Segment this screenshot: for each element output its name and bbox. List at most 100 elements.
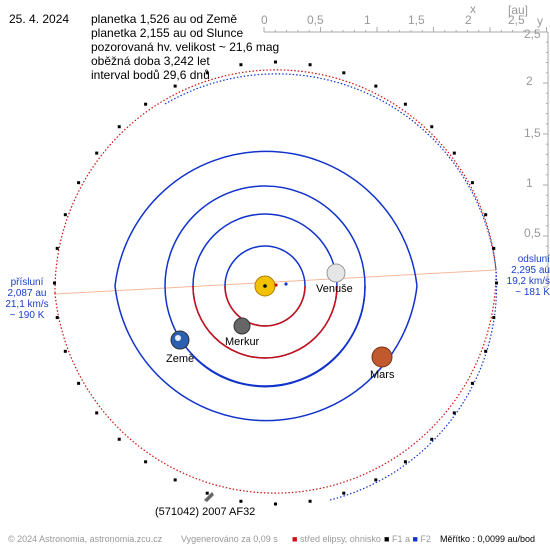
asteroid-orbit-west [54,69,497,294]
asteroid-position-marker [63,349,67,353]
asteroid-position-marker [342,71,346,75]
asteroid-position-marker [77,181,81,185]
asteroid-position-marker [492,246,496,250]
asteroid-label: (571042) 2007 AF32 [155,506,256,518]
x-tick-label: 2 [465,13,472,27]
y-tick-label: 1,5 [524,126,541,140]
earth-orbit-south [192,285,366,388]
f2-marker-icon: ■ [412,534,418,544]
asteroid-position-marker [144,102,148,106]
asteroid-position-marker [374,478,378,482]
asteroid-orbit-south [54,269,497,494]
date-label: 25. 4. 2024 [9,12,70,26]
venus-label: Venuše [316,283,353,295]
info-interval: interval bodů 29,6 dnů [91,68,210,82]
asteroid-position-marker [403,460,407,464]
asteroid-position-marker [53,281,56,285]
asteroid-position-marker [452,151,456,155]
axis-y-label: y [537,14,543,28]
apsis-line [54,269,497,295]
focus-f2 [284,282,288,286]
asteroid-position-marker [239,499,243,503]
asteroid-orbit-southeast [329,269,498,501]
asteroid-position-marker [342,491,346,495]
venus-icon [326,263,346,283]
legend-center-text: ■ střed elipsy, ohnisko [292,534,381,544]
x-tick-label: 2,5 [508,13,525,27]
asteroid-position-marker [374,84,378,88]
asteroid-position-marker [55,316,59,320]
focus-f1 [263,284,267,288]
x-tick-label: 1 [364,13,371,27]
y-tick-label: 2 [526,74,533,88]
axis-ticks [263,27,548,288]
mercury-icon [233,317,251,335]
copyright-text: © 2024 Astronomia, astronomia.zcu.cz [8,534,163,544]
asteroid-position-marker [492,316,496,320]
asteroid-position-marker [63,213,67,217]
mars-icon [371,346,393,368]
y-tick-label: 2,5 [524,27,541,41]
mercury-orbit-south [224,285,306,327]
asteroid-position-marker [430,437,434,441]
asteroid-position-marker [484,213,488,217]
aphelion-distance: 2,295 au [511,265,550,276]
asteroid-position-marker [452,411,456,415]
asteroid-position-marker [205,71,209,75]
axis-unit: [au] [508,3,529,17]
asteroid-positions [53,60,498,506]
aphelion-title: odsluní [517,254,550,265]
venus-orbit-south [192,285,338,359]
y-tick-label: 0,5 [524,226,541,240]
asteroid-position-marker [274,502,277,506]
asteroid-icon [204,492,214,502]
y-tick-label: 1 [526,176,533,190]
asteroid-position-marker [173,84,177,88]
asteroid-position-marker [77,381,81,385]
asteroid-position-marker [239,63,243,67]
x-tick-label: 1,5 [408,13,425,27]
asteroid-position-marker [274,60,277,64]
mars-orbit-north [114,150,418,287]
perihelion-title: přísluní [10,277,44,288]
asteroid-position-marker [95,411,99,415]
legend-foci-text: ■ F1 a ■ F2 [384,534,431,544]
perihelion-distance: 2,087 au [7,288,47,299]
asteroid-position-marker [95,151,99,155]
asteroid-position-marker [205,491,209,495]
asteroid-position-marker [117,437,121,441]
asteroid-position-marker [470,381,474,385]
asteroid-position-marker [484,349,488,353]
x-tick-label: 0,5 [307,13,324,27]
asteroid-position-marker [55,246,59,250]
f1-marker-icon: ■ [384,534,390,544]
asteroid-position-marker [470,181,474,185]
perihelion-label: přísluní 2,087 au 21,1 km/s ~ 190 K [2,277,52,321]
earth-label: Země [166,353,195,365]
asteroid-position-marker [430,125,434,129]
perihelion-temperature: ~ 190 K [9,310,45,321]
aphelion-label: odsluní 2,295 au 19,2 km/s ~ 181 K [504,254,550,298]
asteroid-position-marker [308,63,312,67]
info-magnitude: pozorovaná hv. velikost ~ 21,6 mag [91,40,280,54]
asteroid-position-marker [117,125,121,129]
asteroid-orbit-north [164,73,497,271]
info-period: oběžná doba 3,242 let [91,54,210,68]
info-distance-earth: planetka 1,526 au od Země [91,12,238,26]
axis-x-label: x [470,2,476,16]
asteroid-position-marker [495,281,498,285]
asteroid-position-marker [403,102,407,106]
aphelion-speed: 19,2 km/s [506,276,550,287]
ellipse-center [274,283,278,287]
asteroid-position-marker [144,460,148,464]
mars-orbit-south [114,285,418,422]
info-distance-sun: planetka 2,155 au od Slunce [91,26,244,40]
aphelion-temperature: ~ 181 K [515,287,550,298]
asteroid-position-marker [173,478,177,482]
center-marker-icon: ■ [292,534,298,544]
earth-cloud [175,335,181,341]
mars-label: Mars [370,369,395,381]
x-tick-label: 0 [261,13,268,27]
perihelion-speed: 21,1 km/s [5,299,49,310]
